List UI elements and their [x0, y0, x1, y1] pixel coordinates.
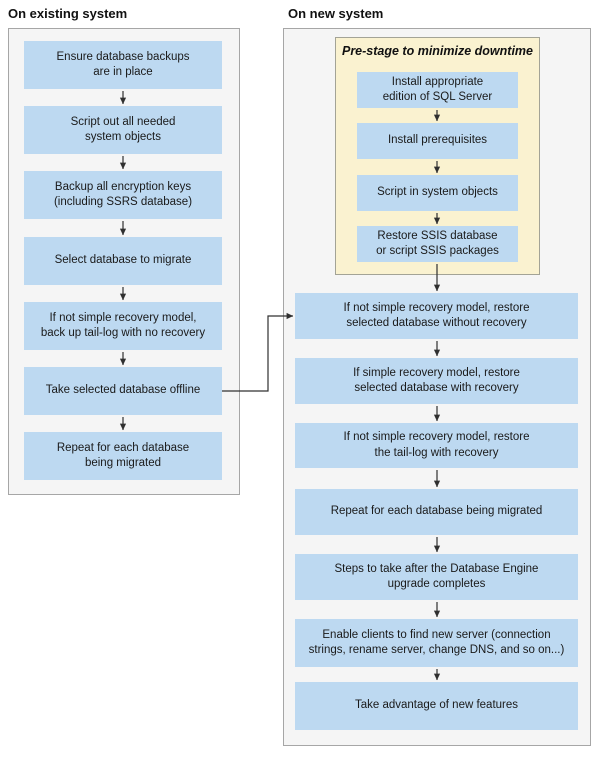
- flow-step-install-sql: Install appropriate edition of SQL Serve…: [357, 72, 518, 108]
- flow-step-backup-taillog: If not simple recovery model, back up ta…: [24, 302, 222, 350]
- flow-step-script-out-objects: Script out all needed system objects: [24, 106, 222, 154]
- flow-step-install-prereqs: Install prerequisites: [357, 123, 518, 159]
- flow-step-restore-without-recovery: If not simple recovery model, restore se…: [295, 293, 578, 339]
- flow-step-take-offline: Take selected database offline: [24, 367, 222, 415]
- flow-step-repeat-existing: Repeat for each database being migrated: [24, 432, 222, 480]
- flow-step-ensure-backups: Ensure database backups are in place: [24, 41, 222, 89]
- flow-step-select-database: Select database to migrate: [24, 237, 222, 285]
- flow-step-script-in-objects: Script in system objects: [357, 175, 518, 211]
- prestage-title: Pre-stage to minimize downtime: [341, 44, 533, 58]
- flow-step-new-features: Take advantage of new features: [295, 682, 578, 730]
- existing-system-heading: On existing system: [8, 6, 128, 21]
- new-system-heading: On new system: [288, 6, 384, 21]
- flow-step-restore-taillog: If not simple recovery model, restore th…: [295, 423, 578, 468]
- flow-step-backup-keys: Backup all encryption keys (including SS…: [24, 171, 222, 219]
- flow-step-post-upgrade: Steps to take after the Database Engine …: [295, 554, 578, 600]
- flow-step-restore-with-recovery: If simple recovery model, restore select…: [295, 358, 578, 404]
- flow-step-repeat-new: Repeat for each database being migrated: [295, 489, 578, 535]
- flow-step-restore-ssis: Restore SSIS database or script SSIS pac…: [357, 226, 518, 262]
- flow-step-enable-clients: Enable clients to find new server (conne…: [295, 619, 578, 667]
